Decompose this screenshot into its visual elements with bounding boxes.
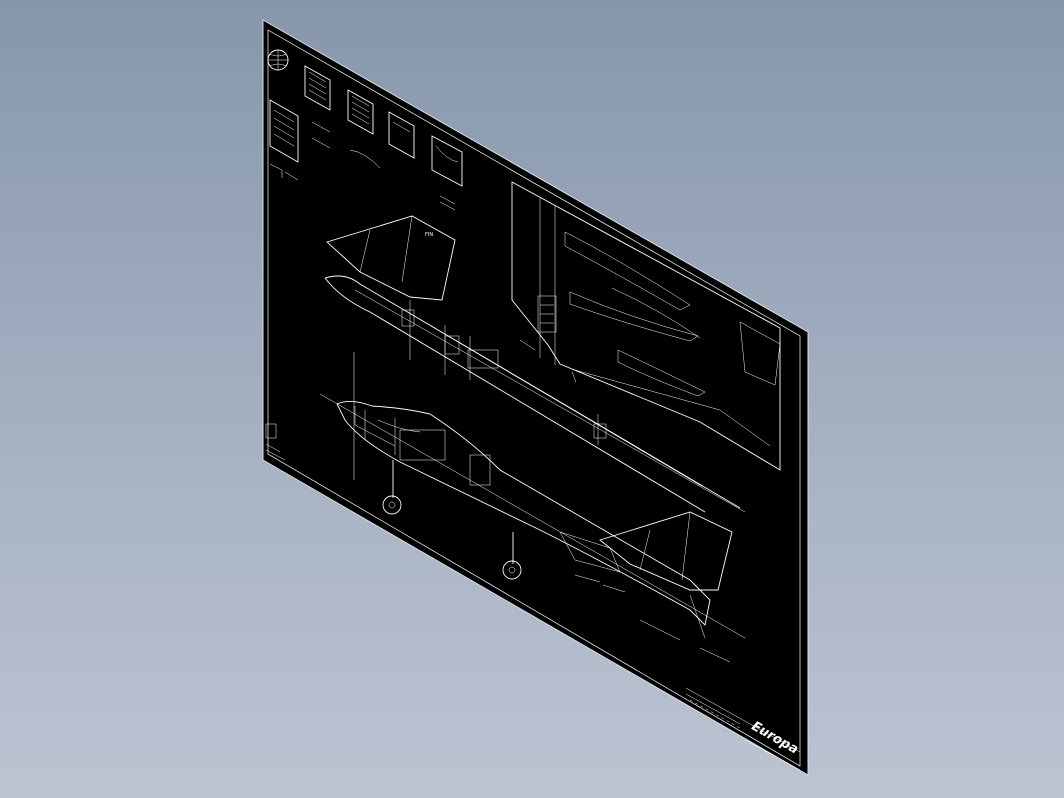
rib-profile-1	[564, 231, 691, 311]
cockpit-frame	[399, 429, 446, 461]
wing-spar	[539, 198, 556, 365]
rib-profile-2	[569, 291, 699, 342]
thrust-line	[319, 393, 746, 639]
fin-top-view: FIN	[326, 215, 456, 301]
blueprint-sheet	[262, 19, 809, 776]
margin-notes	[265, 423, 286, 461]
rib-detail-3	[388, 111, 415, 159]
wing-plan-view	[511, 181, 781, 471]
rib-profile-3	[617, 349, 706, 397]
rib-detail-1	[304, 65, 331, 111]
former-detail	[269, 99, 299, 163]
fuselage-side-view	[336, 401, 733, 639]
sheet-border	[267, 29, 801, 767]
stabilizer	[559, 531, 621, 573]
datum-lines	[319, 352, 746, 663]
main-wheel-icon	[382, 495, 402, 515]
landing-gear	[382, 460, 522, 580]
sheet-face	[262, 19, 809, 776]
tail-wheel-icon	[502, 560, 522, 580]
rib-detail-4	[431, 135, 463, 187]
tail-fin-side	[599, 511, 733, 591]
detail-panels	[267, 49, 463, 211]
wing-outline	[511, 181, 781, 471]
fuselage-top-outline	[324, 275, 741, 513]
servo-bay	[401, 309, 415, 327]
rib-detail-2	[347, 89, 374, 135]
detail-callouts	[311, 121, 456, 211]
globe-meridians	[268, 50, 288, 70]
wing-joiner	[537, 295, 557, 333]
fuselage-top-view	[324, 275, 746, 513]
fuselage-side-outline	[336, 401, 711, 626]
svg-text:FIN: FIN	[425, 232, 433, 238]
